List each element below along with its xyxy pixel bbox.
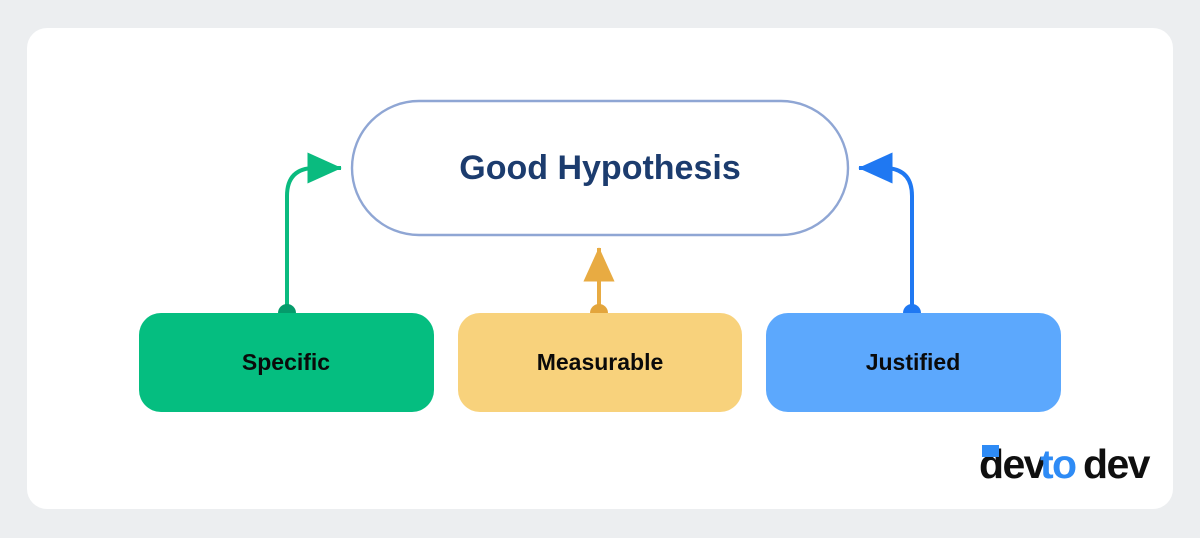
devtodev-logo: dev to dev: [979, 441, 1152, 487]
connector-specific-to-hypothesis: [278, 152, 342, 322]
node-specific[interactable]: Specific: [139, 313, 434, 412]
logo-text-to: to: [1040, 441, 1076, 487]
node-justified-shape: [766, 313, 1061, 412]
connector-line-specific: [285, 152, 342, 313]
connector-justified-to-hypothesis: [858, 152, 921, 322]
logo-flag-icon: [982, 445, 999, 457]
node-specific-shape: [139, 313, 434, 412]
node-good-hypothesis[interactable]: Good Hypothesis: [350, 99, 850, 237]
node-justified-label: Justified: [866, 349, 961, 375]
node-measurable-shape: [458, 313, 742, 412]
connector-measurable-to-hypothesis: [583, 247, 615, 322]
node-justified[interactable]: Justified: [766, 313, 1061, 412]
node-good-hypothesis-label: Good Hypothesis: [459, 149, 740, 187]
node-measurable-label: Measurable: [537, 349, 664, 375]
node-specific-label: Specific: [242, 349, 330, 375]
node-measurable[interactable]: Measurable: [458, 313, 742, 412]
node-good-hypothesis-shape: [350, 99, 850, 237]
connector-line-justified: [858, 152, 914, 313]
logo-text-dev-second: dev: [1083, 441, 1151, 487]
